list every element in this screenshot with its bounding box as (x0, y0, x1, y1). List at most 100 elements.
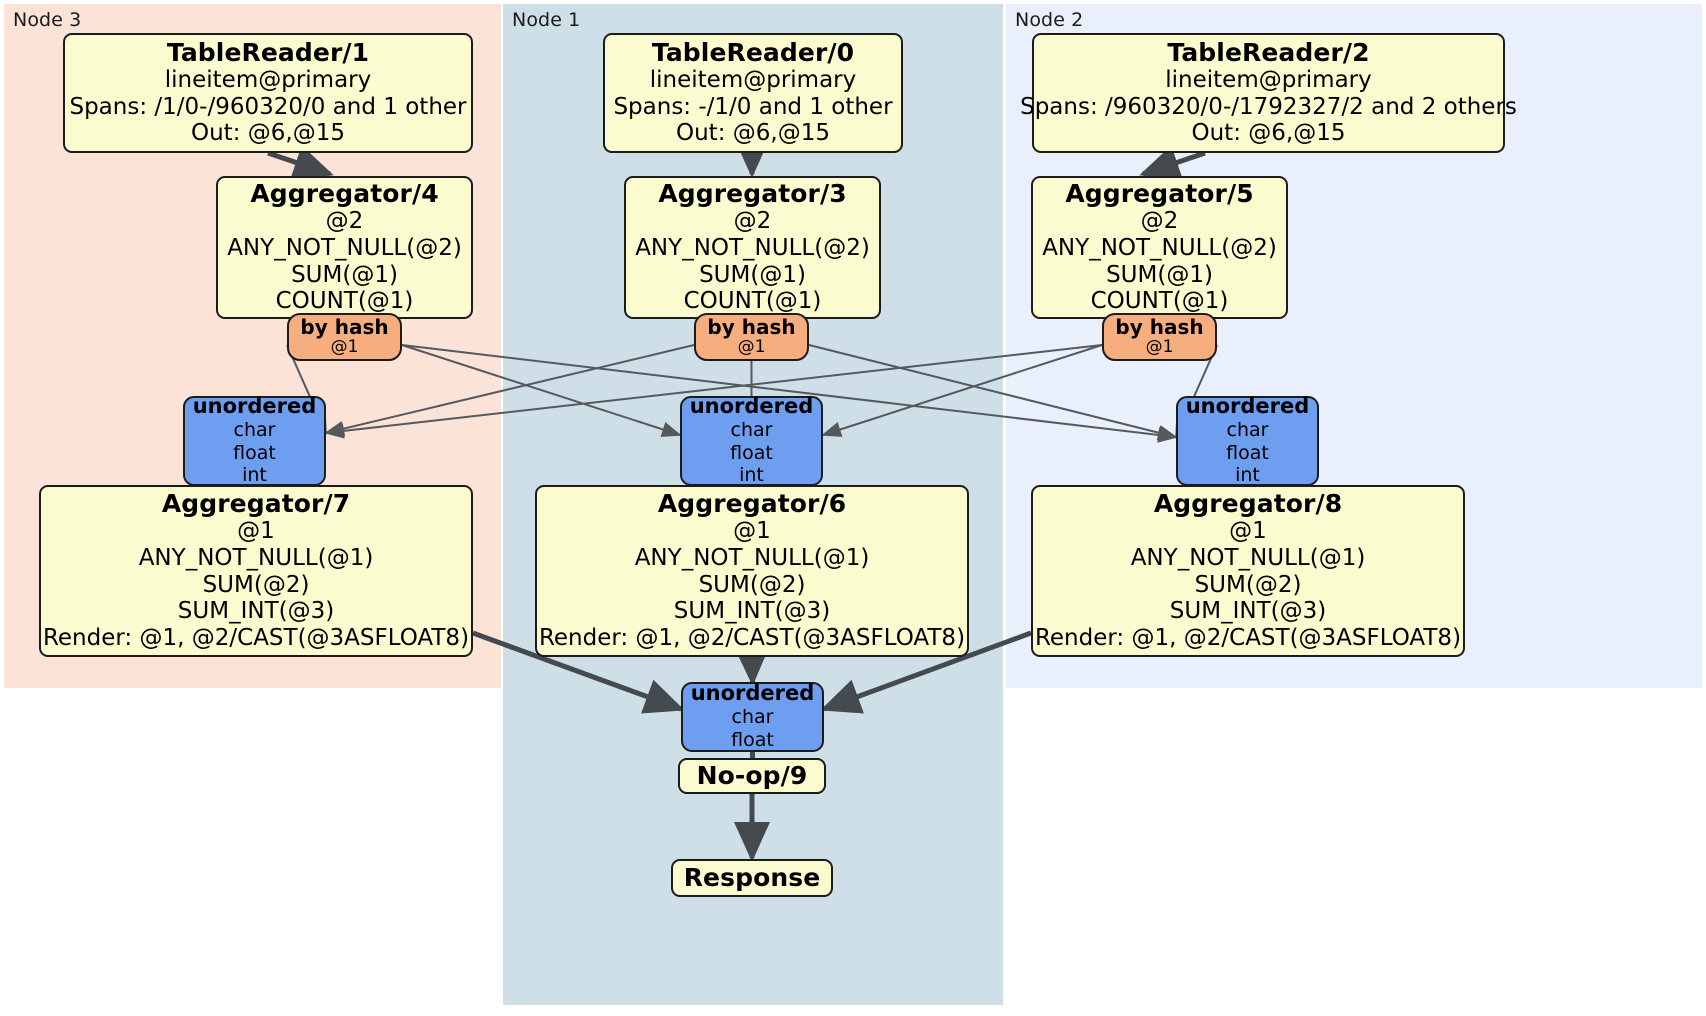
router-4-node-line-0: @1 (330, 337, 359, 358)
edge-final-merge-1 (733, 645, 770, 686)
table-reader-2-node-line-0: lineitem@primary (1165, 66, 1372, 93)
recv-center-node-title: unordered (689, 393, 814, 418)
table-reader-2-node-line-2: Out: @6,@15 (1191, 120, 1346, 147)
table-reader-2-node-title: TableReader/2 (1167, 37, 1370, 67)
aggregator-8-node-line-2: SUM(@2) (1194, 571, 1302, 598)
router-4-node[interactable]: by hash@1 (287, 313, 402, 361)
aggregator-4-node-line-3: COUNT(@1) (275, 288, 414, 315)
router-5-node-title: by hash (1115, 315, 1204, 340)
aggregator-3-node-title: Aggregator/3 (658, 179, 847, 209)
node-label-node2: Node 2 (1015, 9, 1084, 31)
router-4-node-title: by hash (300, 315, 389, 340)
table-reader-0-node-line-0: lineitem@primary (649, 66, 857, 93)
aggregator-6-node-line-3: SUM_INT(@3) (673, 598, 831, 625)
aggregator-3-node-line-0: @2 (733, 208, 772, 235)
router-3-node-title: by hash (707, 315, 796, 340)
aggregator-5-node-line-1: ANY_NOT_NULL(@2) (1042, 234, 1277, 261)
aggregator-4-node-line-0: @2 (325, 208, 364, 235)
aggregator-8-node-line-4: Render: @1, @2/CAST(@3ASFLOAT8) (1034, 625, 1462, 651)
aggregator-8-node-line-0: @1 (1229, 518, 1267, 545)
edge-reader-to-agg-2 (1139, 145, 1206, 180)
recv-center-node-line-1: float (730, 441, 773, 464)
aggregator-3-node-line-1: ANY_NOT_NULL(@2) (635, 234, 870, 261)
noop-9-node[interactable]: No-op/9 (678, 758, 826, 794)
recv-right-node-line-2: int (1235, 464, 1260, 487)
aggregator-6-node-title: Aggregator/6 (657, 489, 847, 519)
recv-final-node-line-0: char (731, 706, 774, 729)
aggregator-3-node-line-3: COUNT(@1) (683, 288, 822, 315)
router-3-node[interactable]: by hash@1 (694, 313, 809, 361)
edge-shuffle-router-4-to-recv-center (401, 344, 682, 437)
aggregator-4-node-line-2: SUM(@1) (291, 261, 398, 288)
aggregator-4-node-title: Aggregator/4 (250, 179, 439, 209)
recv-right-node-line-1: float (1226, 441, 1269, 464)
aggregator-5-node-line-2: SUM(@1) (1106, 261, 1213, 288)
router-5-node-line-0: @1 (1145, 337, 1174, 358)
aggregator-6-node-line-0: @1 (733, 518, 771, 545)
edge-shuffle-router-5-to-recv-left (324, 344, 1103, 439)
recv-center-node-line-2: int (739, 464, 764, 487)
aggregator-7-node-line-3: SUM_INT(@3) (177, 598, 335, 625)
aggregator-6-node-line-2: SUM(@2) (698, 571, 806, 598)
edge-shuffle-router-3-to-recv-right (808, 344, 1178, 441)
edge-shuffle-router-5-to-recv-center (821, 344, 1103, 437)
edge-final-merge-2 (820, 630, 1032, 714)
aggregator-7-node-title: Aggregator/7 (161, 489, 351, 519)
response-node-title: Response (683, 863, 821, 892)
edge-shuffle-router-3-to-recv-left (324, 344, 695, 437)
recv-left-node-line-1: float (233, 441, 276, 464)
aggregator-8-node-line-3: SUM_INT(@3) (1169, 598, 1327, 625)
edge-final-merge-0 (472, 630, 685, 714)
aggregator-8-node-title: Aggregator/8 (1153, 489, 1343, 519)
aggregator-5-node-line-0: @2 (1140, 208, 1179, 235)
recv-left-node-line-0: char (233, 418, 276, 441)
table-reader-1-node-line-0: lineitem@primary (164, 66, 372, 93)
table-reader-0-node-title: TableReader/0 (651, 37, 855, 67)
node-label-node3: Node 3 (13, 9, 82, 31)
table-reader-1-node-title: TableReader/1 (166, 37, 370, 67)
aggregator-7-node-line-4: Render: @1, @2/CAST(@3ASFLOAT8) (42, 625, 470, 651)
aggregator-5-node-title: Aggregator/5 (1065, 179, 1254, 209)
edge-reader-to-agg-0 (267, 145, 334, 180)
recv-right-node-title: unordered (1185, 393, 1310, 418)
table-reader-0-node-line-2: Out: @6,@15 (676, 120, 830, 147)
router-5-node[interactable]: by hash@1 (1102, 313, 1217, 361)
router-3-node-line-0: @1 (737, 337, 766, 358)
aggregator-6-node-line-1: ANY_NOT_NULL(@1) (634, 544, 870, 571)
recv-right-node-line-0: char (1226, 418, 1269, 441)
aggregator-8-node-line-1: ANY_NOT_NULL(@1) (1130, 544, 1366, 571)
aggregator-7-node-line-0: @1 (237, 518, 275, 545)
edge-shuffle-router-4-to-recv-right (401, 344, 1178, 443)
table-reader-1-node-line-2: Out: @6,@15 (191, 120, 345, 147)
recv-final-node-line-1: float (731, 728, 774, 751)
aggregator-4-node-line-1: ANY_NOT_NULL(@2) (227, 234, 462, 261)
recv-left-node-title: unordered (192, 393, 317, 418)
aggregator-7-node-line-1: ANY_NOT_NULL(@1) (138, 544, 374, 571)
recv-final-node-title: unordered (690, 681, 815, 706)
table-reader-0-node-line-1: Spans: -/1/0 and 1 other (613, 93, 893, 120)
table-reader-2-node-line-1: Spans: /960320/0-/1792327/2 and 2 others (1020, 93, 1517, 120)
aggregator-7-node-line-2: SUM(@2) (202, 571, 310, 598)
aggregator-6-node-line-4: Render: @1, @2/CAST(@3ASFLOAT8) (538, 625, 966, 651)
recv-center-node-line-0: char (730, 418, 773, 441)
aggregator-3-node-line-2: SUM(@1) (699, 261, 806, 288)
noop-9-node-title: No-op/9 (696, 761, 808, 790)
node-label-node1: Node 1 (512, 9, 581, 31)
response-node[interactable]: Response (671, 859, 833, 897)
aggregator-5-node-line-3: COUNT(@1) (1090, 288, 1229, 315)
